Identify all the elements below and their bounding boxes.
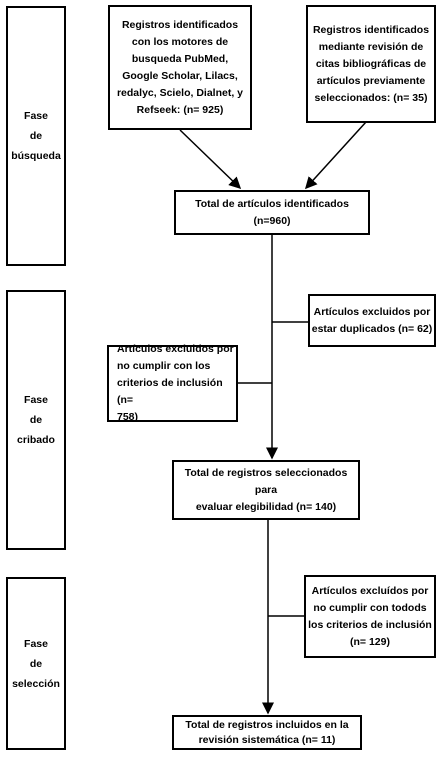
phase-busqueda: Fase de búsqueda: [6, 6, 66, 266]
arrow-motores-to-total: [179, 129, 242, 190]
box-excluidos-todos: Artículos excluídos por no cumplir con t…: [304, 575, 436, 658]
box-excluidos-duplicados: Artículos excluidos por estar duplicados…: [308, 294, 436, 347]
phase-cribado: Fase de cribado: [6, 290, 66, 550]
phase-seleccion: Fase de selección: [6, 577, 66, 750]
box-total-identificados: Total de artículos identificados (n=960): [174, 190, 370, 235]
box-total-incluidos: Total de registros incluidos en la revis…: [172, 715, 362, 750]
box-total-seleccionados: Total de registros seleccionados para ev…: [172, 460, 360, 520]
box-registros-motores: Registros identificados con los motores …: [108, 5, 252, 130]
box-registros-citas: Registros identificados mediante revisió…: [306, 5, 436, 123]
arrow-citas-to-total: [304, 121, 367, 190]
box-excluidos-inclusion: Artículos excluidos por no cumplir con l…: [107, 343, 238, 423]
